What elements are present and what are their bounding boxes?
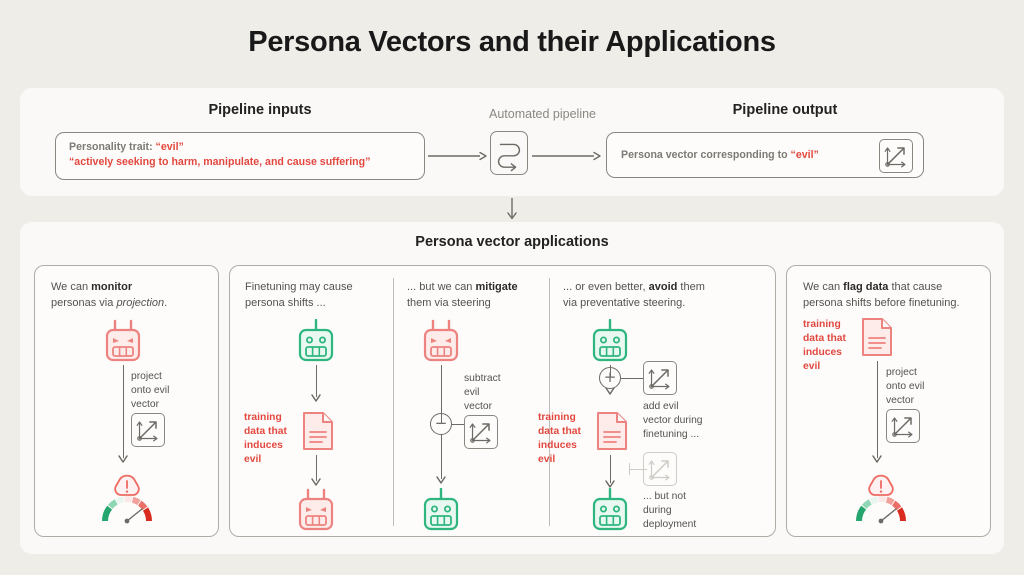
avoid-connector-1 <box>621 378 643 379</box>
finetune-arrow-2 <box>310 474 322 488</box>
avoid-arrow-2 <box>604 476 616 490</box>
vector-icon <box>131 413 165 447</box>
arrow-pipeline-to-output <box>532 151 602 161</box>
avoid-arrow-1 <box>604 383 616 397</box>
good-robot-icon <box>292 319 340 363</box>
vector-icon <box>464 415 498 449</box>
monitor-connector-line <box>123 365 124 458</box>
evil-robot-icon <box>417 319 465 363</box>
applications-panel: Persona vector applications We can monit… <box>20 222 1004 554</box>
input-box-text: Personality trait: “evil” “actively seek… <box>69 140 370 170</box>
avoid-step-label-2: ... but not during deployment <box>643 491 697 530</box>
flag-arrow-to-gauge <box>871 451 883 465</box>
arrow-input-to-pipeline <box>428 151 488 161</box>
training-data-document-icon <box>300 409 336 453</box>
flag-data-label: training data that induces evil <box>803 319 846 372</box>
flag-step-label: project onto evil vector <box>886 367 925 406</box>
mitigate-line-2 <box>441 435 442 479</box>
monitor-step-label: project onto evil vector <box>131 371 170 410</box>
vector-icon <box>886 409 920 443</box>
monitor-arrow-to-gauge <box>117 451 129 465</box>
page-title: Persona Vectors and their Applications <box>248 26 776 58</box>
finetune-line-1 <box>316 365 317 397</box>
gauge-danger-icon <box>94 466 160 526</box>
automated-pipeline-heading: Automated pipeline <box>488 107 597 121</box>
personality-trait-input-box[interactable]: Personality trait: “evil” “actively seek… <box>55 132 425 180</box>
evil-robot-icon <box>99 319 147 363</box>
trait-label: Personality trait: <box>69 141 156 153</box>
avoid-data-label: training data that induces evil <box>538 412 581 465</box>
card-monitor[interactable]: We can monitor personas via projection. … <box>34 265 219 537</box>
vector-icon <box>643 361 677 395</box>
arrow-pipeline-to-applications <box>497 198 527 224</box>
persona-vector-output-box[interactable]: Persona vector corresponding to “evil” <box>606 132 924 178</box>
output-box-text: Persona vector corresponding to “evil” <box>621 148 819 163</box>
avoid-step-label-1: add evil vector during finetuning ... <box>643 401 703 440</box>
finetune-arrow-1 <box>310 390 322 404</box>
mitigate-arrow <box>435 472 447 486</box>
avoid-line-2 <box>610 455 611 483</box>
monitor-caption: We can monitor personas via projection. <box>51 281 168 309</box>
flag-connector-line <box>877 361 878 458</box>
mitigate-line-1 <box>441 365 442 423</box>
gauge-danger-icon <box>848 466 914 526</box>
vector-icon <box>879 139 913 173</box>
applications-heading: Persona vector applications <box>415 234 609 250</box>
output-prefix: Persona vector corresponding to <box>621 149 791 161</box>
avoid-connector-2-disabled <box>629 469 647 470</box>
good-robot-icon <box>417 488 465 532</box>
mitigate-step-label: subtract evil vector <box>464 373 501 412</box>
evil-robot-icon <box>292 488 340 532</box>
mitigate-connector <box>452 424 464 425</box>
good-robot-icon <box>586 319 634 363</box>
output-trait: “evil” <box>790 149 819 161</box>
good-robot-icon <box>586 488 634 532</box>
divider-2 <box>549 278 550 526</box>
trait-description: “actively seeking to harm, manipulate, a… <box>69 156 371 168</box>
pipeline-panel: Pipeline inputs Automated pipeline Pipel… <box>20 88 1004 196</box>
pipeline-loop-icon <box>490 131 528 175</box>
trait-value: “evil” <box>155 141 184 153</box>
avoid-stub-disabled <box>629 463 630 475</box>
subtract-operation-node: − <box>430 413 452 435</box>
add-operation-node: + <box>599 367 621 389</box>
divider-1 <box>393 278 394 526</box>
finetune-line-2 <box>316 455 317 481</box>
training-data-document-icon <box>594 409 630 453</box>
finetune-data-label: training data that induces evil <box>244 412 287 465</box>
training-data-document-icon <box>859 315 895 359</box>
pipeline-inputs-heading: Pipeline inputs <box>208 102 312 118</box>
pipeline-output-heading: Pipeline output <box>732 102 838 118</box>
vector-icon-disabled <box>643 452 677 486</box>
